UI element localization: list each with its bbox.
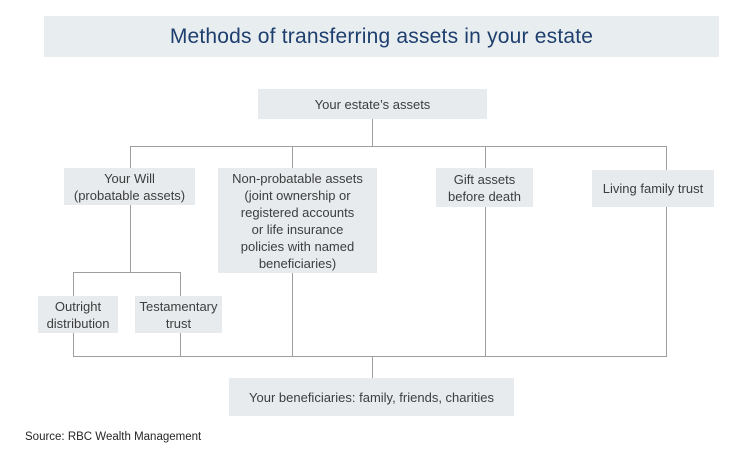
- connector-beneficiaries-stem: [372, 356, 373, 378]
- node-living-family-trust: Living family trust: [592, 170, 714, 207]
- connector-will-sub-rail: [73, 272, 181, 273]
- connector-bottom-rail: [73, 356, 667, 357]
- connector-will-stem: [130, 146, 131, 272]
- node-estate-assets: Your estate’s assets: [258, 89, 487, 119]
- node-testamentary-trust: Testamentary trust: [135, 296, 222, 333]
- connector-gift-stem: [485, 146, 486, 356]
- title-banner: Methods of transferring assets in your e…: [44, 16, 719, 57]
- node-gift-assets: Gift assets before death: [436, 168, 533, 207]
- page-title: Methods of transferring assets in your e…: [169, 24, 594, 48]
- node-beneficiaries: Your beneficiaries: family, friends, cha…: [229, 378, 514, 416]
- connector-living-trust-stem: [666, 146, 667, 356]
- connector-top-rail: [130, 146, 667, 147]
- node-non-probatable-assets: Non-probatable assets (joint ownership o…: [218, 168, 377, 273]
- connector-root-stem: [372, 119, 373, 146]
- node-your-will: Your Will (probatable assets): [64, 168, 195, 205]
- node-outright-distribution: Outright distribution: [38, 296, 118, 333]
- source-note: Source: RBC Wealth Management: [25, 431, 202, 443]
